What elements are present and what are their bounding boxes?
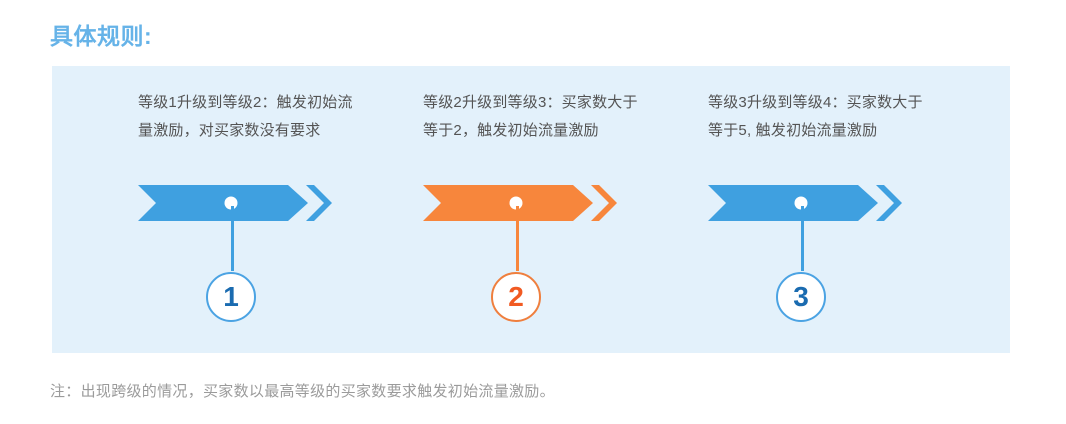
rule-description-2: 等级2升级到等级3：买家数大于等于2，触发初始流量激励	[423, 94, 638, 139]
rule-column-3: 等级3升级到等级4：买家数大于等于5, 触发初始流量激励 3	[708, 66, 968, 353]
progress-arrow-3	[708, 183, 908, 223]
arrow-node-dot-1	[224, 196, 238, 210]
rule-column-1: 等级1升级到等级2：触发初始流量激励，对买家数没有要求 1	[138, 66, 398, 353]
step-number-circle-1: 1	[206, 272, 256, 322]
step-number-circle-2: 2	[491, 272, 541, 322]
arrow-banner-shape-3	[708, 185, 878, 221]
rule-description-3: 等级3升级到等级4：买家数大于等于5, 触发初始流量激励	[708, 94, 923, 139]
arrow-node-dot-2	[509, 196, 523, 210]
connector-line-3	[801, 206, 804, 271]
arrow-chevron-tip-3	[876, 185, 902, 221]
page-title: 具体规则:	[50, 23, 153, 50]
connector-line-2	[516, 206, 519, 271]
rule-description-1: 等级1升级到等级2：触发初始流量激励，对买家数没有要求	[138, 94, 353, 139]
step-number-circle-3: 3	[776, 272, 826, 322]
connector-line-1	[231, 206, 234, 271]
progress-arrow-2	[423, 183, 623, 223]
rules-panel: 等级1升级到等级2：触发初始流量激励，对买家数没有要求 1 等级2升级到等级3：…	[52, 66, 1010, 353]
arrow-banner-shape-2	[423, 185, 593, 221]
footnote-text: 注：出现跨级的情况，买家数以最高等级的买家数要求触发初始流量激励。	[50, 383, 555, 400]
arrow-node-dot-3	[794, 196, 808, 210]
rule-column-2: 等级2升级到等级3：买家数大于等于2，触发初始流量激励 2	[423, 66, 683, 353]
progress-arrow-1	[138, 183, 338, 223]
arrow-banner-shape-1	[138, 185, 308, 221]
arrow-chevron-tip-2	[591, 185, 617, 221]
arrow-chevron-tip-1	[306, 185, 332, 221]
